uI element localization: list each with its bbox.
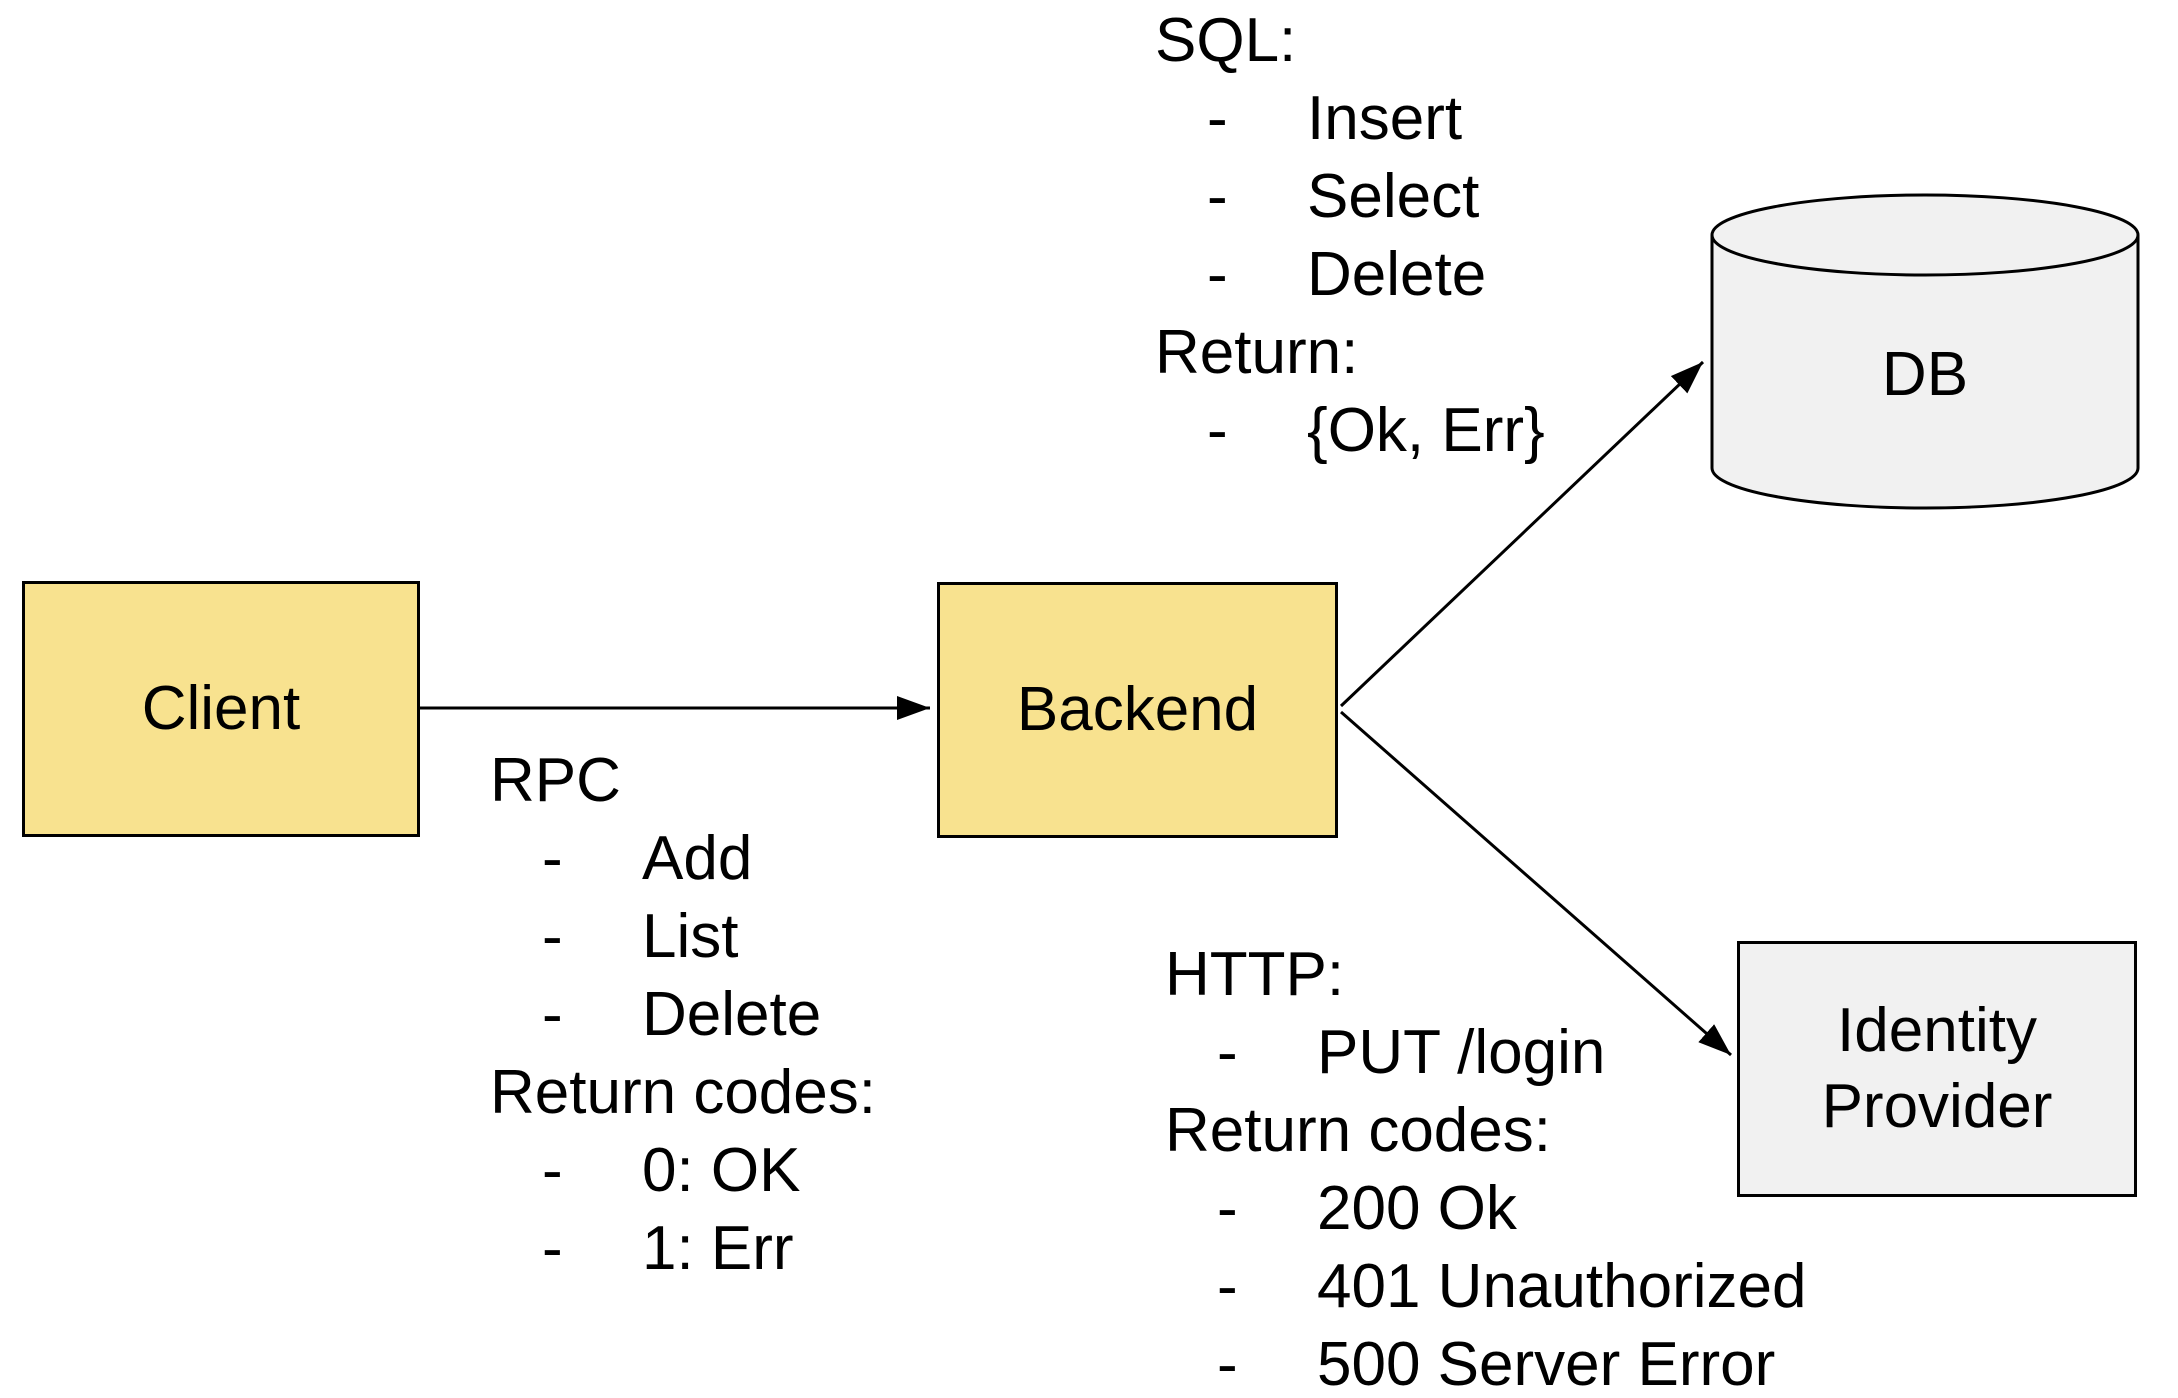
sql-item-text: Delete — [1307, 240, 1487, 309]
rpc-return-item-text: 1: Err — [642, 1214, 794, 1283]
bullet-dash: - — [1217, 1174, 1238, 1243]
sql-title: SQL: — [1155, 6, 1297, 75]
backend-label: Backend — [1016, 675, 1259, 744]
bullet-dash: - — [542, 824, 563, 893]
identity-provider-label-line2: Provider — [1821, 1072, 2053, 1141]
rpc-return-item: - 0: OK — [490, 1132, 876, 1210]
bullet-dash: - — [1207, 240, 1228, 309]
db-cylinder-body — [1710, 235, 2140, 510]
bullet-dash: - — [542, 902, 563, 971]
rpc-title: RPC — [490, 746, 621, 815]
http-return-item-text: 401 Unauthorized — [1317, 1252, 1807, 1321]
node-identity-provider: Identity Provider — [1737, 941, 2137, 1197]
db-label: DB — [1881, 339, 1969, 409]
http-return-item-text: 200 Ok — [1317, 1174, 1517, 1243]
node-backend: Backend — [937, 582, 1338, 838]
http-item-text: PUT /login — [1317, 1018, 1606, 1087]
sql-item: - Insert — [1155, 80, 1545, 158]
rpc-item-text: Delete — [642, 980, 822, 1049]
bullet-dash: - — [1207, 84, 1228, 153]
sql-item: - Delete — [1155, 236, 1545, 314]
rpc-annotation: RPC - Add - List - Delete Return codes: - 0:… — [490, 742, 876, 1288]
http-return-title: Return codes: — [1165, 1096, 1551, 1165]
bullet-dash: - — [542, 1136, 563, 1205]
bullet-dash: - — [1217, 1018, 1238, 1087]
identity-provider-label-line1: Identity — [1837, 996, 2037, 1065]
http-item: - PUT /login — [1165, 1014, 1806, 1092]
rpc-item: - List — [490, 898, 876, 976]
http-annotation: HTTP: -PUT /login Return codes: -200 Ok … — [1165, 936, 1806, 1398]
backend-to-identity-provider-arrow — [1340, 710, 1732, 1057]
rpc-return-item-text: 0: OK — [642, 1136, 801, 1205]
sql-item: - Select — [1155, 158, 1545, 236]
sql-annotation: SQL: - Insert - Select - Delete Return: - {O… — [1155, 2, 1545, 470]
http-return-item: - 200 Ok — [1165, 1170, 1806, 1248]
http-title: HTTP: — [1165, 940, 1345, 1009]
http-return-item: - 401 Unauthorized — [1165, 1248, 1806, 1326]
rpc-return-item: - 1: Err — [490, 1210, 876, 1288]
sql-item-text: Insert — [1307, 84, 1463, 153]
db-cylinder-top — [1710, 193, 2140, 277]
bullet-dash: - — [1207, 162, 1228, 231]
client-label: Client — [141, 674, 301, 743]
rpc-item-text: Add — [642, 824, 753, 893]
node-client: Client — [22, 581, 420, 837]
http-return-item: - 500 Server Error — [1165, 1326, 1806, 1398]
sql-return-title: Return: — [1155, 318, 1359, 387]
sql-item-text: Select — [1307, 162, 1480, 231]
bullet-dash: - — [1217, 1330, 1238, 1398]
bullet-dash: - — [1217, 1252, 1238, 1321]
sql-return-item-text: {Ok, Err} — [1307, 396, 1545, 465]
bullet-dash: - — [1207, 396, 1228, 465]
rpc-item-text: List — [642, 902, 739, 971]
bullet-dash: - — [542, 980, 563, 1049]
backend-to-db-arrow — [1339, 360, 1705, 708]
rpc-return-title: Return codes: — [490, 1058, 876, 1127]
rpc-item: - Add — [490, 820, 876, 898]
http-return-item-text: 500 Server Error — [1317, 1330, 1776, 1398]
rpc-item: - Delete — [490, 976, 876, 1054]
bullet-dash: - — [542, 1214, 563, 1283]
sql-return-item: - {Ok, Err} — [1155, 392, 1545, 470]
